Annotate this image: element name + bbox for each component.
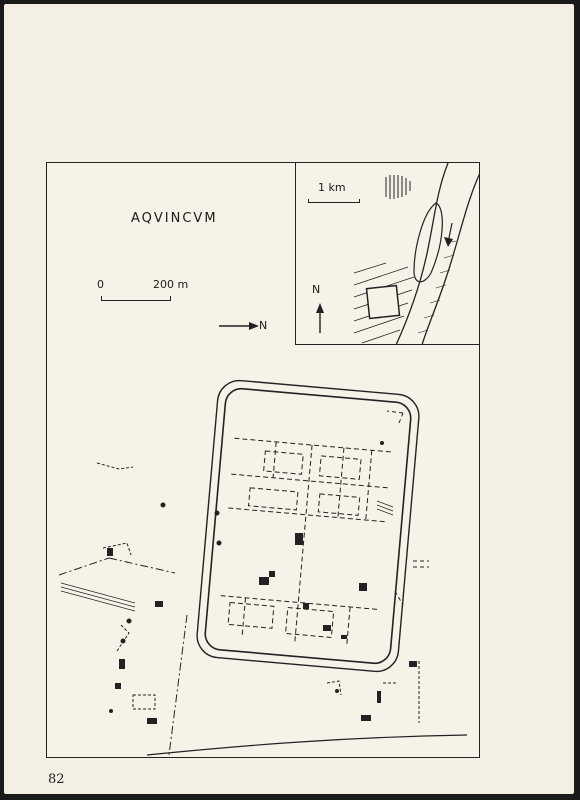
north-arrow-icon <box>219 322 259 330</box>
book-page: AQVINCVM 0 200 m N 1 km N <box>4 4 574 794</box>
inset-north-label: N <box>312 283 321 296</box>
inset-north-arrow-icon <box>316 303 324 333</box>
plan-frame: AQVINCVM 0 200 m N 1 km N <box>46 162 480 758</box>
north-label: N <box>259 319 268 332</box>
scale-zero-label: 0 <box>97 278 104 291</box>
scale-distance-label: 200 m <box>153 278 189 291</box>
inset-map: 1 km N <box>295 163 479 345</box>
scale-bar <box>101 296 171 301</box>
map-title: AQVINCVM <box>131 211 218 226</box>
inset-scale-label: 1 km <box>318 181 346 194</box>
inset-river-drawing <box>353 163 479 344</box>
fort-plan-drawing <box>58 379 468 756</box>
inset-scale-bar <box>308 199 360 203</box>
page-number: 82 <box>48 772 65 787</box>
